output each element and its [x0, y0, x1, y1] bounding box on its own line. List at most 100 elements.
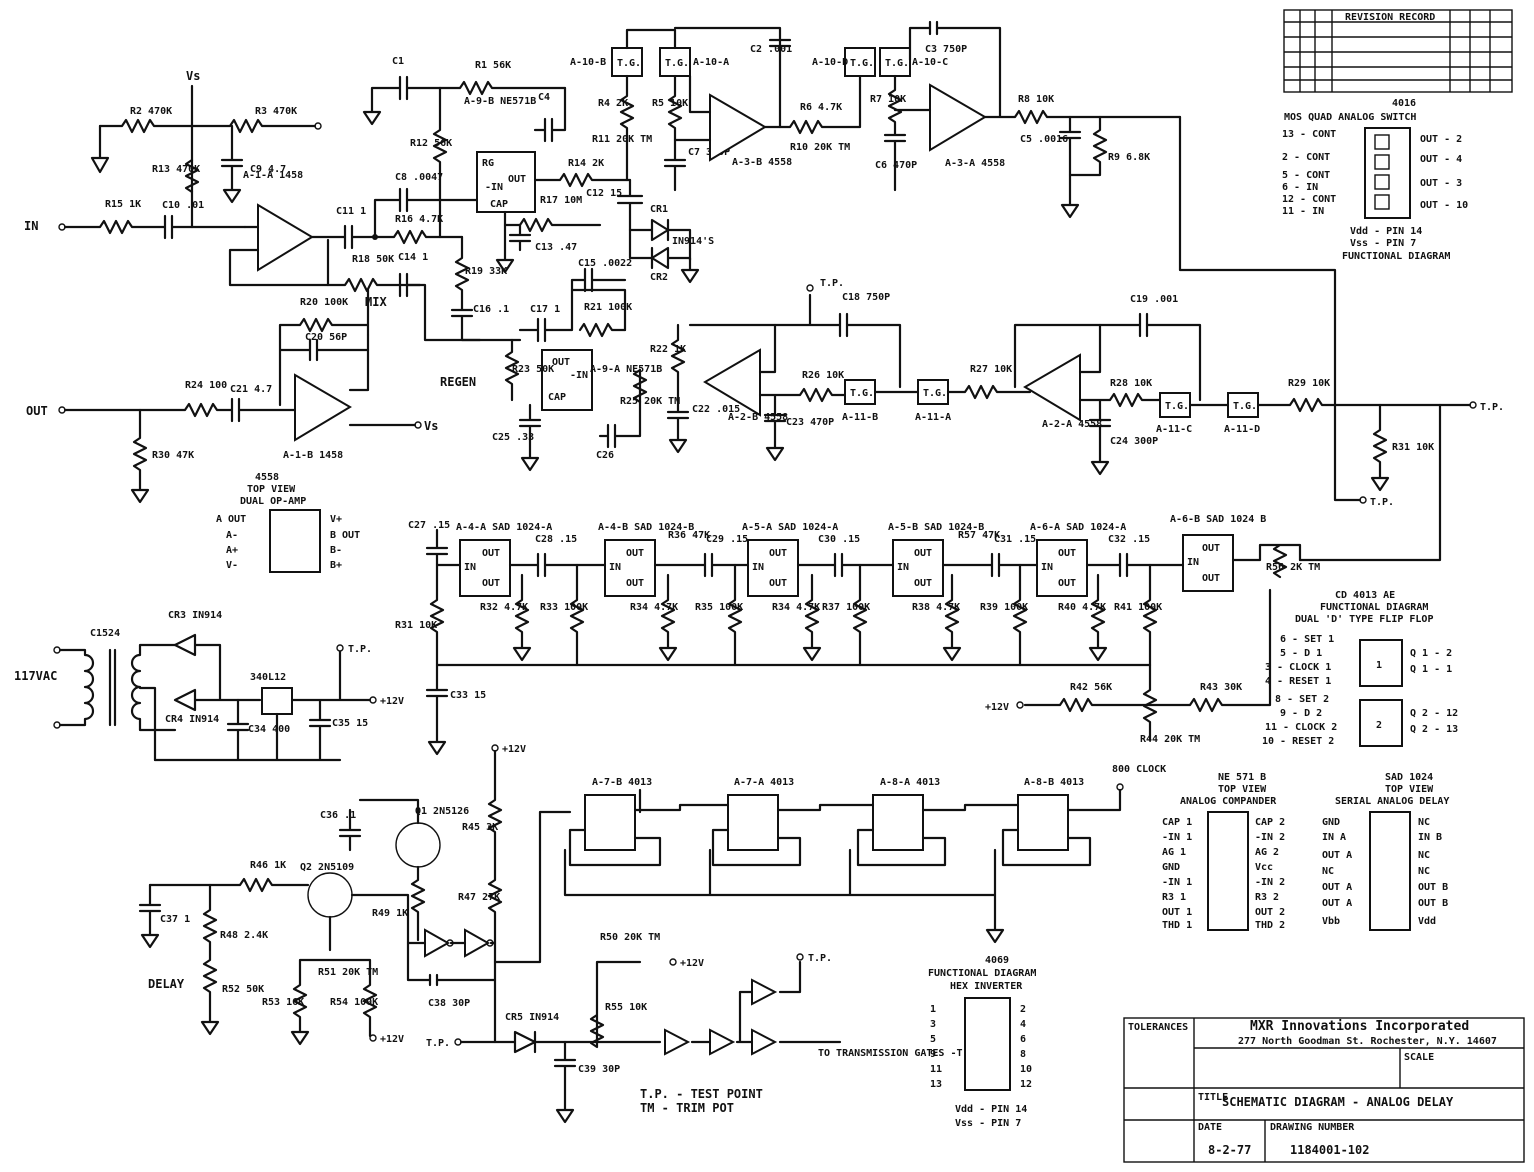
svg-text:HEX INVERTER: HEX INVERTER — [950, 981, 1023, 992]
svg-text:Q 2 - 12: Q 2 - 12 — [1410, 708, 1458, 719]
r18-label: R18 50K — [352, 254, 394, 265]
r15-label: R15 1K — [105, 199, 141, 210]
t1-label: C1524 — [90, 628, 120, 639]
vs-label-top: Vs — [186, 69, 200, 83]
info-4558: 4558 TOP VIEW DUAL OP-AMP A OUT A- A+ V-… — [216, 472, 360, 573]
svg-text:+12V: +12V — [985, 702, 1009, 713]
drawing-title: SCHEMATIC DIAGRAM - ANALOG DELAY — [1222, 1095, 1454, 1109]
svg-text:V+: V+ — [330, 514, 342, 525]
inverter-drv1 — [664, 1028, 691, 1056]
svg-text:12 - CONT: 12 - CONT — [1282, 194, 1336, 205]
svg-text:2: 2 — [1376, 720, 1382, 731]
svg-text:T.G.: T.G. — [850, 388, 874, 399]
c30-label: C30 .15 — [818, 534, 860, 545]
r5-label: R5 10K — [652, 98, 688, 109]
r20-label: R20 100K — [300, 297, 348, 308]
tg-a11a-label: A-11-A — [915, 412, 951, 423]
c24-label: C24 300P — [1110, 436, 1158, 447]
svg-text:T.P.: T.P. — [348, 644, 372, 655]
svg-text:1: 1 — [930, 1004, 936, 1015]
date-label: DATE — [1198, 1122, 1222, 1133]
svg-text:6: 6 — [1020, 1034, 1026, 1045]
svg-text:OUT - 10: OUT - 10 — [1420, 200, 1468, 211]
svg-text:OUT: OUT — [914, 548, 932, 559]
tg-a10a-label: A-10-A — [693, 57, 729, 68]
svg-text:2 - CONT: 2 - CONT — [1282, 152, 1330, 163]
r10-label: R10 20K TM — [790, 142, 850, 153]
svg-text:3: 3 — [930, 1019, 936, 1030]
svg-text:RG: RG — [482, 158, 494, 169]
r46-label: R46 1K — [250, 860, 286, 871]
svg-text:IN: IN — [464, 562, 476, 573]
svg-text:CAP 2: CAP 2 — [1255, 817, 1285, 828]
svg-text:NC: NC — [1418, 850, 1430, 861]
svg-text:T.G.: T.G. — [1165, 401, 1189, 412]
c28-label: C28 .15 — [535, 534, 577, 545]
svg-text:CAP 1: CAP 1 — [1162, 817, 1192, 828]
tg-a11c — [1159, 392, 1191, 418]
svg-text:+12V: +12V — [502, 744, 526, 755]
rectifier-section: C12 15 CR1 CR2 IN914'S — [586, 178, 714, 284]
c1-label: C1 — [392, 56, 404, 67]
c33-label: C33 15 — [450, 690, 486, 701]
r16-label: R16 4.7K — [395, 214, 443, 225]
opamp-a3b — [709, 93, 767, 162]
svg-text:13: 13 — [930, 1079, 942, 1090]
c14-label: C14 1 — [398, 252, 428, 263]
svg-text:OUT: OUT — [1058, 578, 1076, 589]
drawing-number-label: DRAWING NUMBER — [1270, 1122, 1355, 1133]
svg-text:4 - RESET 1: 4 - RESET 1 — [1265, 676, 1331, 687]
svg-text:OUT - 4: OUT - 4 — [1420, 154, 1462, 165]
r52-label: R52 50K — [222, 984, 264, 995]
c20-label: C20 56P — [305, 332, 347, 343]
r47-label: R47 27K — [458, 892, 500, 903]
svg-text:B-: B- — [330, 545, 342, 556]
a2a-label: A-2-A 4558 — [1042, 419, 1102, 430]
svg-text:-IN: -IN — [485, 182, 503, 193]
svg-text:OUT B: OUT B — [1418, 898, 1448, 909]
r17-label: R17 10M — [540, 195, 582, 206]
q1-label: Q1 2N5126 — [415, 806, 469, 817]
r51-label: R51 20K TM — [318, 967, 378, 978]
svg-text:IN B: IN B — [1418, 832, 1442, 843]
svg-text:T.P.: T.P. — [1370, 497, 1394, 508]
r48-label: R48 2.4K — [220, 930, 268, 941]
svg-text:Vdd - PIN 14: Vdd - PIN 14 — [1350, 226, 1422, 237]
svg-text:IN: IN — [752, 562, 764, 573]
svg-text:T.G.: T.G. — [665, 58, 689, 69]
svg-text:A OUT: A OUT — [216, 514, 246, 525]
svg-text:NC: NC — [1322, 866, 1334, 877]
svg-text:OUT: OUT — [626, 578, 644, 589]
c36-label: C36 .1 — [320, 810, 356, 821]
svg-text:4: 4 — [1020, 1019, 1026, 1030]
c19-label: C19 .001 — [1130, 294, 1178, 305]
legend-tm: TM - TRIM POT — [640, 1101, 734, 1115]
opamp-a2a — [1023, 353, 1081, 422]
r40-label: R40 4.7K — [1058, 602, 1106, 613]
svg-text:OUT - 3: OUT - 3 — [1420, 178, 1462, 189]
svg-text:OUT A: OUT A — [1322, 882, 1352, 893]
a6b-label: A-6-B SAD 1024 B — [1170, 514, 1266, 525]
ff-a7a — [727, 794, 779, 851]
a9a-label: A-9-A NE571B — [590, 364, 662, 375]
svg-text:OUT: OUT — [508, 174, 526, 185]
info-4013: CD 4013 AE FUNCTIONAL DIAGRAM DUAL 'D' T… — [1262, 590, 1458, 747]
c13-label: C13 .47 — [535, 242, 577, 253]
c9-label: C9 4.7 — [250, 164, 286, 175]
output-stage: R18 50K MIX C14 1 R20 100K C20 56P A-1-B… — [26, 252, 482, 504]
svg-text:8: 8 — [1020, 1049, 1026, 1060]
tg-a10d — [844, 47, 876, 77]
r8-label: R8 10K — [1018, 94, 1054, 105]
svg-text:13 - CONT: 13 - CONT — [1282, 129, 1336, 140]
r53-label: R53 16K — [262, 997, 304, 1008]
svg-text:OUT B: OUT B — [1418, 882, 1448, 893]
r3-label: R3 470K — [255, 106, 297, 117]
svg-text:6 - SET 1: 6 - SET 1 — [1280, 634, 1334, 645]
svg-text:T.G.: T.G. — [617, 58, 641, 69]
svg-text:-IN 1: -IN 1 — [1162, 832, 1192, 843]
r56-label: R56 2K TM — [1266, 562, 1320, 573]
clock-label: 800 CLOCK — [1112, 764, 1166, 775]
legend-tp: T.P. - TEST POINT — [640, 1087, 763, 1101]
